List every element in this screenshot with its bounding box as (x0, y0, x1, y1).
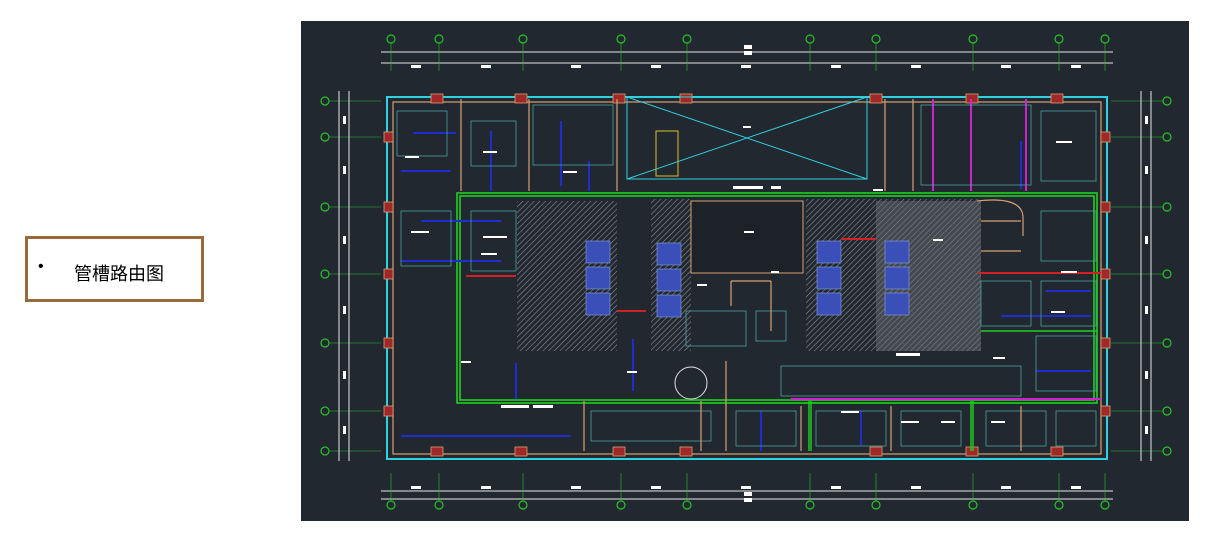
cad-drawing (301, 21, 1189, 521)
core-shafts (585, 240, 910, 318)
partitions (460, 99, 1022, 451)
curved-wall (976, 199, 1024, 236)
cable-tray-branches (808, 330, 1097, 451)
side-labels (343, 116, 1148, 434)
blue-routes (401, 121, 1091, 451)
red-routes (466, 238, 1101, 312)
axis-grid-lines (329, 43, 1163, 501)
atrium (690, 200, 804, 274)
bullet-icon: • (38, 258, 44, 275)
floor-plan (301, 21, 1189, 521)
room-labels (405, 126, 1077, 423)
legend-box: • 管槽路由图 (25, 236, 204, 302)
dimension-lines-side (338, 91, 1152, 461)
columns (383, 93, 1111, 457)
magenta-risers (791, 99, 1101, 400)
round-table (674, 366, 708, 400)
cable-tray-main (456, 192, 1098, 404)
stair (655, 130, 679, 177)
legend-label: 管槽路由图 (74, 264, 164, 285)
dimension-labels (411, 45, 1081, 502)
void-opening (626, 96, 868, 180)
